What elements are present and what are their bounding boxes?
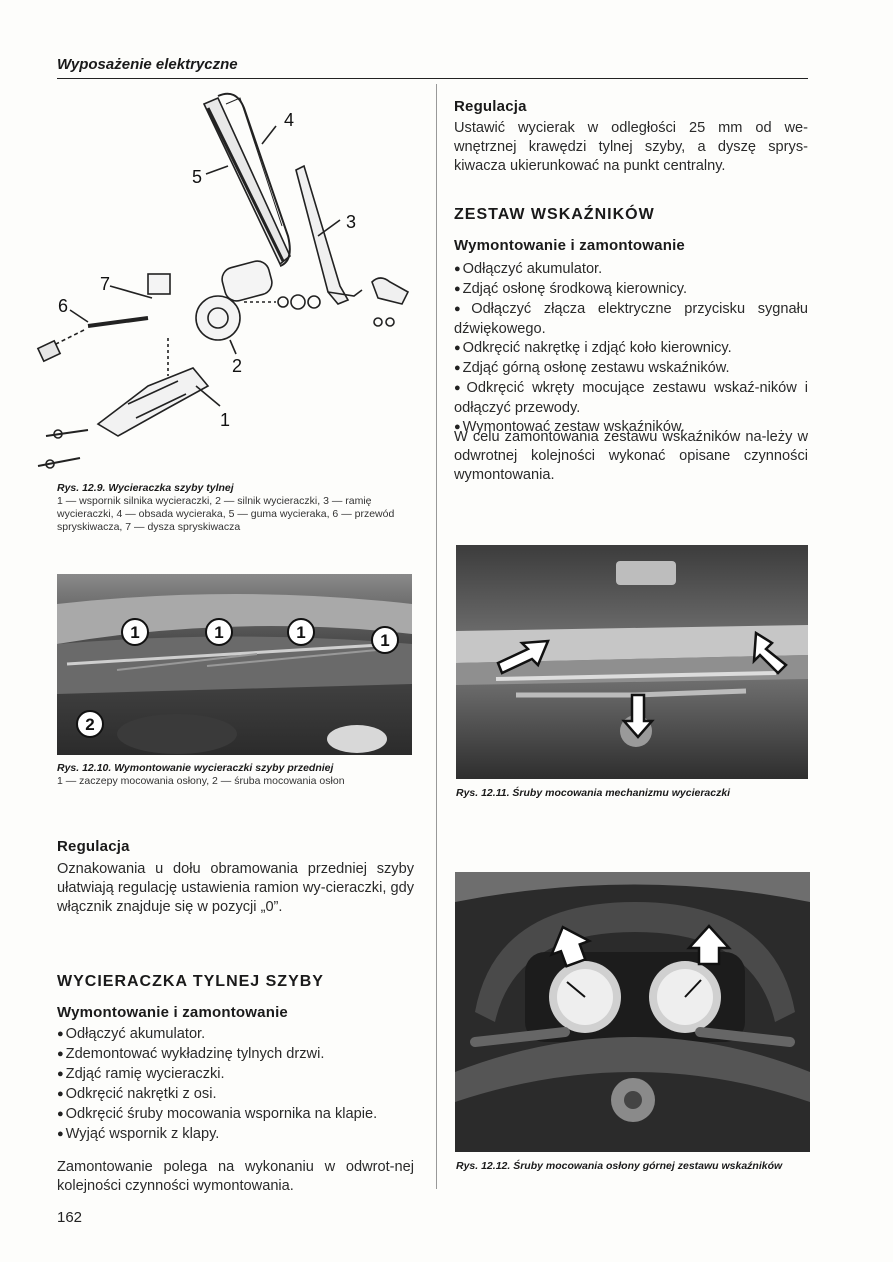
rear-wiper-exploded-diagram: 4 5 3 7 6 2 1 — [36, 92, 410, 469]
rear-wiper-steps: Odłączyć akumulator. Zdemontować wykładz… — [57, 1025, 414, 1145]
instrument-cluster-subheading: Wymontowanie i zamontowanie — [454, 237, 685, 254]
list-item: Odkręcić wkręty mocujące zestawu wskaź-n… — [454, 379, 808, 418]
instrument-cluster-steps: Odłączyć akumulator. Zdjąć osłonę środko… — [454, 260, 808, 438]
diagram-label-1: 1 — [220, 410, 230, 430]
wiper-mechanism-photo — [456, 545, 808, 779]
rear-wiper-heading: WYCIERACZKA TYLNEJ SZYBY — [57, 973, 324, 990]
figure-12-10-caption: Rys. 12.10. Wymontowanie wycieraczki szy… — [57, 762, 414, 788]
right-regulacja-heading: Regulacja — [454, 98, 527, 115]
photo-marker-1d: 1 — [380, 631, 389, 650]
list-item: Zdemontować wykładzinę tylnych drzwi. — [57, 1045, 414, 1065]
figure-12-12-caption: Rys. 12.12. Śruby mocowania osłony górne… — [456, 1160, 783, 1172]
figure-12-9-title: Rys. 12.9. Wycieraczka szyby tylnej — [57, 482, 234, 494]
diagram-label-3: 3 — [346, 212, 356, 232]
rear-wiper-subheading: Wymontowanie i zamontowanie — [57, 1004, 288, 1021]
diagram-label-5: 5 — [192, 167, 202, 187]
figure-12-10-legend: 1 — zaczepy mocowania osłony, 2 — śruba … — [57, 775, 345, 787]
front-wiper-photo: 1 1 1 1 2 — [57, 574, 412, 755]
diagram-label-6: 6 — [58, 296, 68, 316]
list-item: Odkręcić nakrętkę i zdjąć koło kierownic… — [454, 339, 808, 359]
list-item: Zdjąć ramię wycieraczki. — [57, 1065, 414, 1085]
figure-12-11-caption: Rys. 12.11. Śruby mocowania mechanizmu w… — [456, 787, 731, 799]
list-item: Wymontować zestaw wskaźników. — [454, 418, 808, 438]
figure-12-10-title: Rys. 12.10. Wymontowanie wycieraczki szy… — [57, 762, 334, 774]
photo-marker-1b: 1 — [214, 623, 223, 642]
running-head: Wyposażenie elektryczne — [57, 56, 238, 73]
header-rule — [57, 78, 808, 79]
photo-marker-2: 2 — [85, 715, 94, 734]
column-divider — [436, 84, 437, 1189]
right-regulacja-text: Ustawić wycierak w odległości 25 mm od w… — [454, 120, 808, 174]
diagram-label-2: 2 — [232, 356, 242, 376]
figure-12-9-caption: Rys. 12.9. Wycieraczka szyby tylnej 1 — … — [57, 482, 414, 534]
list-item: Zdjąć górną osłonę zestawu wskaźników. — [454, 359, 808, 379]
instrument-cluster-photo — [455, 872, 810, 1152]
diagram-label-7: 7 — [100, 274, 110, 294]
photo-marker-1c: 1 — [296, 623, 305, 642]
list-item: Odłączyć akumulator. — [57, 1025, 414, 1045]
diagram-label-4: 4 — [284, 110, 294, 130]
instrument-cluster-heading: ZESTAW WSKAŹNIKÓW — [454, 206, 655, 223]
left-regulacja-text: Oznakowania u dołu obramowania przedniej… — [57, 861, 414, 915]
list-item: Zdjąć osłonę środkową kierownicy. — [454, 280, 808, 300]
list-item: Odłączyć złącza elektryczne przycisku sy… — [454, 300, 808, 339]
photo-marker-1a: 1 — [130, 623, 139, 642]
list-item: Wyjąć wspornik z klapy. — [57, 1125, 414, 1145]
rear-wiper-closing: Zamontowanie polega na wykonaniu w odwro… — [57, 1159, 414, 1194]
list-item: Odkręcić nakrętki z osi. — [57, 1085, 414, 1105]
instrument-cluster-closing: W celu zamontowania zestawu wskaźników n… — [454, 429, 808, 483]
left-regulacja-heading: Regulacja — [57, 838, 130, 855]
figure-12-9-legend: 1 — wspornik silnika wycieraczki, 2 — si… — [57, 495, 395, 533]
page-number: 162 — [57, 1209, 83, 1226]
list-item: Odkręcić śruby mocowania wspornika na kl… — [57, 1105, 414, 1125]
list-item: Odłączyć akumulator. — [454, 260, 808, 280]
